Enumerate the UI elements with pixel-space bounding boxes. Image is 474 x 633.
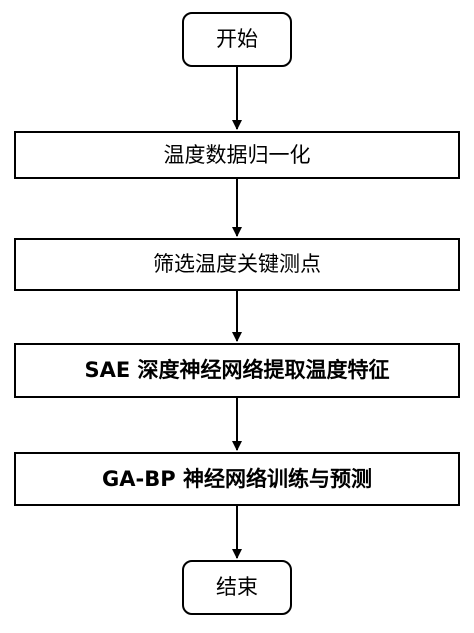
step-ga-bp-training-prediction: GA-BP 神经网络训练与预测 (14, 452, 460, 506)
start-node: 开始 (182, 12, 292, 67)
step-normalize-temperature-data: 温度数据归一化 (14, 131, 460, 179)
start-node-label: 开始 (216, 27, 258, 51)
step-select-key-temperature-points: 筛选温度关键测点 (14, 238, 460, 291)
step-sae-feature-extraction: SAE 深度神经网络提取温度特征 (14, 343, 460, 398)
step-2-label: 筛选温度关键测点 (153, 252, 321, 276)
end-node: 结束 (182, 560, 292, 615)
step-3-label: SAE 深度神经网络提取温度特征 (84, 358, 390, 382)
end-node-label: 结束 (216, 575, 258, 599)
step-4-label: GA-BP 神经网络训练与预测 (102, 466, 372, 491)
step-1-label: 温度数据归一化 (163, 142, 311, 167)
